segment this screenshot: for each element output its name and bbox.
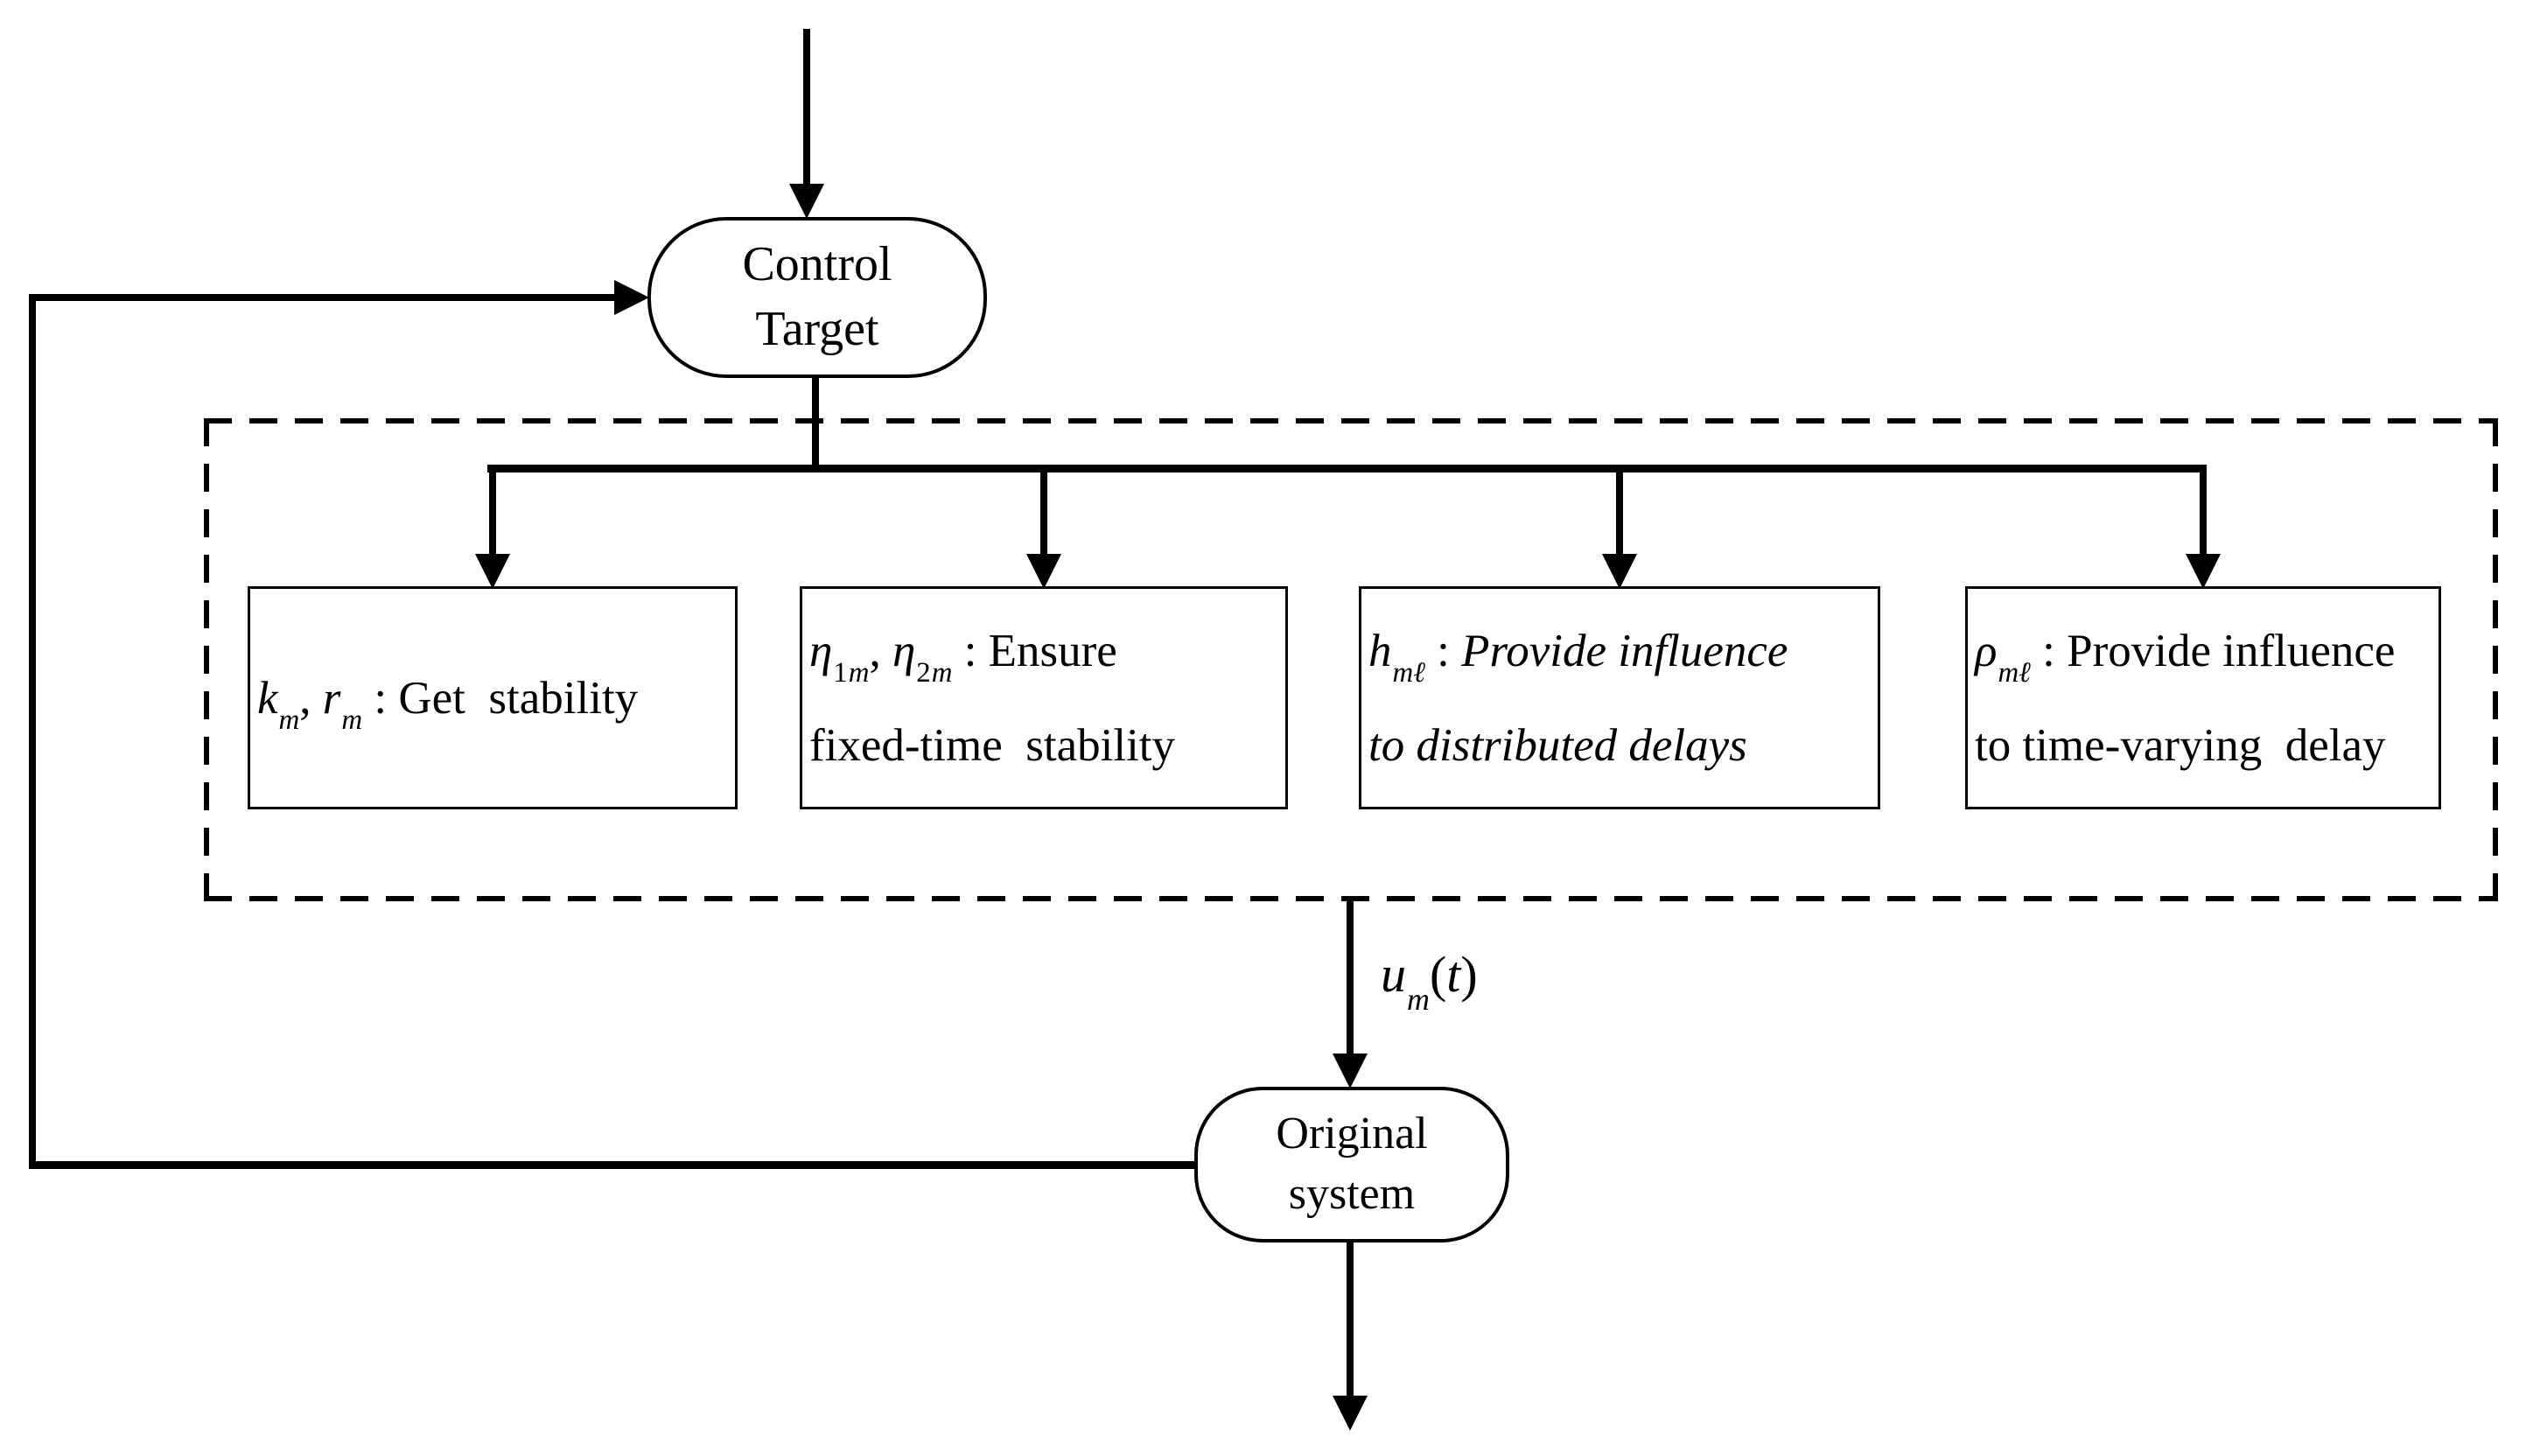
param-box-feedback-gains-label: km, rm : Get stability bbox=[257, 672, 639, 737]
param-box-feedback-gains: km, rm : Get stability bbox=[248, 586, 738, 809]
external-input-arrow-line bbox=[803, 29, 810, 186]
bus-drop-arrowhead-4-icon bbox=[2186, 554, 2221, 589]
bus-drop-arrowhead-1-icon bbox=[475, 554, 510, 589]
bus-drop-line-2 bbox=[1040, 468, 1047, 556]
region-border-top bbox=[204, 418, 2498, 424]
parameter-bus-line bbox=[487, 465, 2207, 472]
bus-drop-arrowhead-2-icon bbox=[1026, 554, 1061, 589]
control-target-to-bus-connector bbox=[812, 376, 819, 468]
region-border-left bbox=[204, 418, 209, 901]
bus-drop-line-1 bbox=[489, 468, 496, 556]
control-signal-arrow-line bbox=[1347, 901, 1354, 1055]
control-target-label-line1: Control bbox=[742, 237, 892, 292]
bus-drop-arrowhead-3-icon bbox=[1602, 554, 1637, 589]
original-system-label-line2: system bbox=[1288, 1169, 1416, 1219]
feedback-arrowhead-icon bbox=[614, 280, 649, 315]
external-input-arrowhead-icon bbox=[789, 184, 824, 219]
region-border-right bbox=[2493, 418, 2498, 901]
system-output-arrowhead-icon bbox=[1333, 1396, 1368, 1431]
controller-parameters-region bbox=[204, 418, 2498, 901]
feedback-line-left bbox=[29, 294, 36, 1169]
control-target-node: Control Target bbox=[647, 217, 987, 378]
bus-drop-line-4 bbox=[2200, 468, 2207, 556]
original-system-node: Original system bbox=[1194, 1087, 1509, 1242]
feedback-line-top bbox=[29, 294, 615, 301]
control-signal-arrowhead-icon bbox=[1333, 1054, 1368, 1088]
region-border-bottom bbox=[204, 896, 2498, 901]
bus-drop-line-3 bbox=[1616, 468, 1623, 556]
original-system-label-line1: Original bbox=[1276, 1109, 1428, 1159]
system-output-arrow-line bbox=[1347, 1242, 1354, 1397]
feedback-line-bottom bbox=[29, 1161, 1194, 1169]
control-signal-label: um(t) bbox=[1381, 946, 1478, 1017]
control-target-label-line2: Target bbox=[755, 302, 879, 356]
